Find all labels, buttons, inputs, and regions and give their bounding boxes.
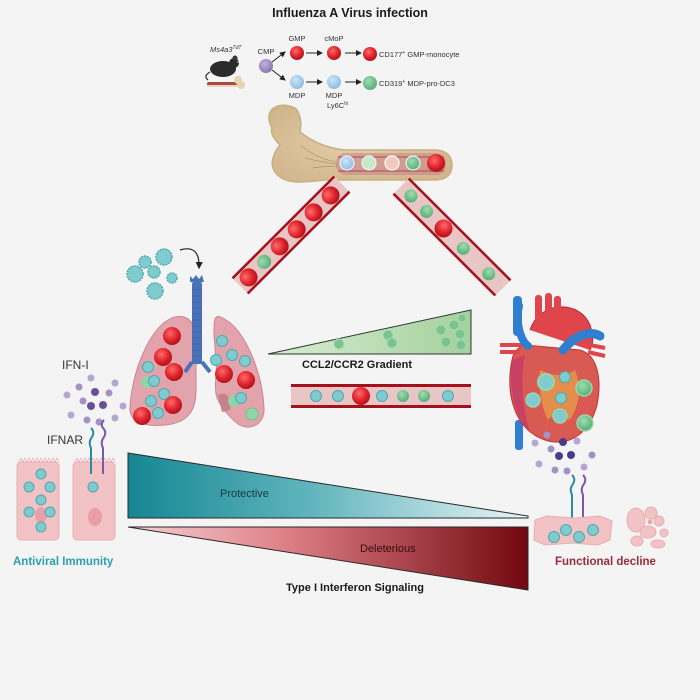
- mouse-strain-label: Ms4a3TdT: [210, 45, 242, 54]
- pro-dc3-label: CD319+ MDP-pro-DC3: [379, 79, 455, 88]
- deleterious-wedge: [127, 526, 529, 591]
- mdp-label: MDP: [289, 91, 306, 100]
- ly6c-label: Ly6Chi: [327, 101, 348, 110]
- ifn-i-molecules-left: [63, 374, 127, 426]
- diagram-title: Influenza A Virus infection: [272, 6, 428, 20]
- gradient-cells: [333, 313, 467, 351]
- bone-marrow-illustration: [268, 104, 453, 183]
- bone-cell-blue: [339, 155, 355, 171]
- cmp-cell: [259, 59, 273, 73]
- damaged-cell-fragments: [626, 506, 669, 549]
- cmop-label: cMoP: [324, 34, 343, 43]
- gmp-monocyte-label: CD177+ GMP-monocyte: [379, 50, 459, 59]
- branch-arrow-down: [271, 69, 286, 81]
- mouse-icon: [205, 55, 239, 81]
- heart-illustration: [500, 293, 606, 450]
- epithelial-cells: [16, 419, 116, 541]
- gmp-label: GMP: [288, 34, 305, 43]
- pro-dc3-cell: [363, 76, 377, 90]
- lineage-scheme: Ms4a3TdT CMP GMP cMoP CD177+ GMP-monocyt…: [205, 34, 459, 110]
- mdp-cell: [290, 75, 304, 89]
- trachea: [192, 282, 202, 364]
- bone-cell-red: [427, 154, 445, 172]
- bone-mini-icon: [207, 76, 245, 89]
- bone-cell-peach: [384, 155, 400, 171]
- gmp-cell: [290, 46, 304, 60]
- deleterious-label: Deleterious: [360, 543, 416, 555]
- virus-entry-arrow: [179, 248, 203, 270]
- cmop-cell: [327, 46, 341, 60]
- ifn-i-molecules-right: [531, 431, 596, 475]
- influenza-virus-particles: [126, 248, 178, 300]
- horizontal-vessel: [291, 384, 471, 408]
- protective-label: Protective: [220, 488, 269, 500]
- antiviral-immunity-label: Antiviral Immunity: [13, 556, 114, 568]
- lungs-illustration: [129, 275, 265, 428]
- cardiomyocyte: [533, 474, 613, 546]
- ifnar-label: IFNAR: [47, 433, 83, 447]
- type-i-ifn-signaling-label: Type I Interferon Signaling: [286, 582, 424, 594]
- functional-decline-label: Functional decline: [555, 556, 656, 568]
- mdp-ly6c-label: MDP: [326, 91, 343, 100]
- ccl2-ccr2-gradient-wedge: [267, 309, 472, 355]
- vessel-to-lung: [231, 175, 351, 295]
- cmp-label: CMP: [258, 47, 275, 56]
- vessel-to-heart: [392, 177, 512, 297]
- protective-wedge: [127, 452, 529, 519]
- mdp-ly6c-cell: [327, 75, 341, 89]
- bone-cell-light-green: [361, 155, 377, 171]
- gradient-label: CCL2/CCR2 Gradient: [302, 359, 412, 371]
- branch-arrow-up: [271, 51, 286, 63]
- ifn-i-label: IFN-I: [62, 358, 89, 372]
- gmp-monocyte-cell: [363, 47, 377, 61]
- ifnar-receptor-right: [569, 474, 576, 520]
- ifnar-receptor-left: [88, 427, 95, 474]
- bone-cell-green: [405, 155, 421, 171]
